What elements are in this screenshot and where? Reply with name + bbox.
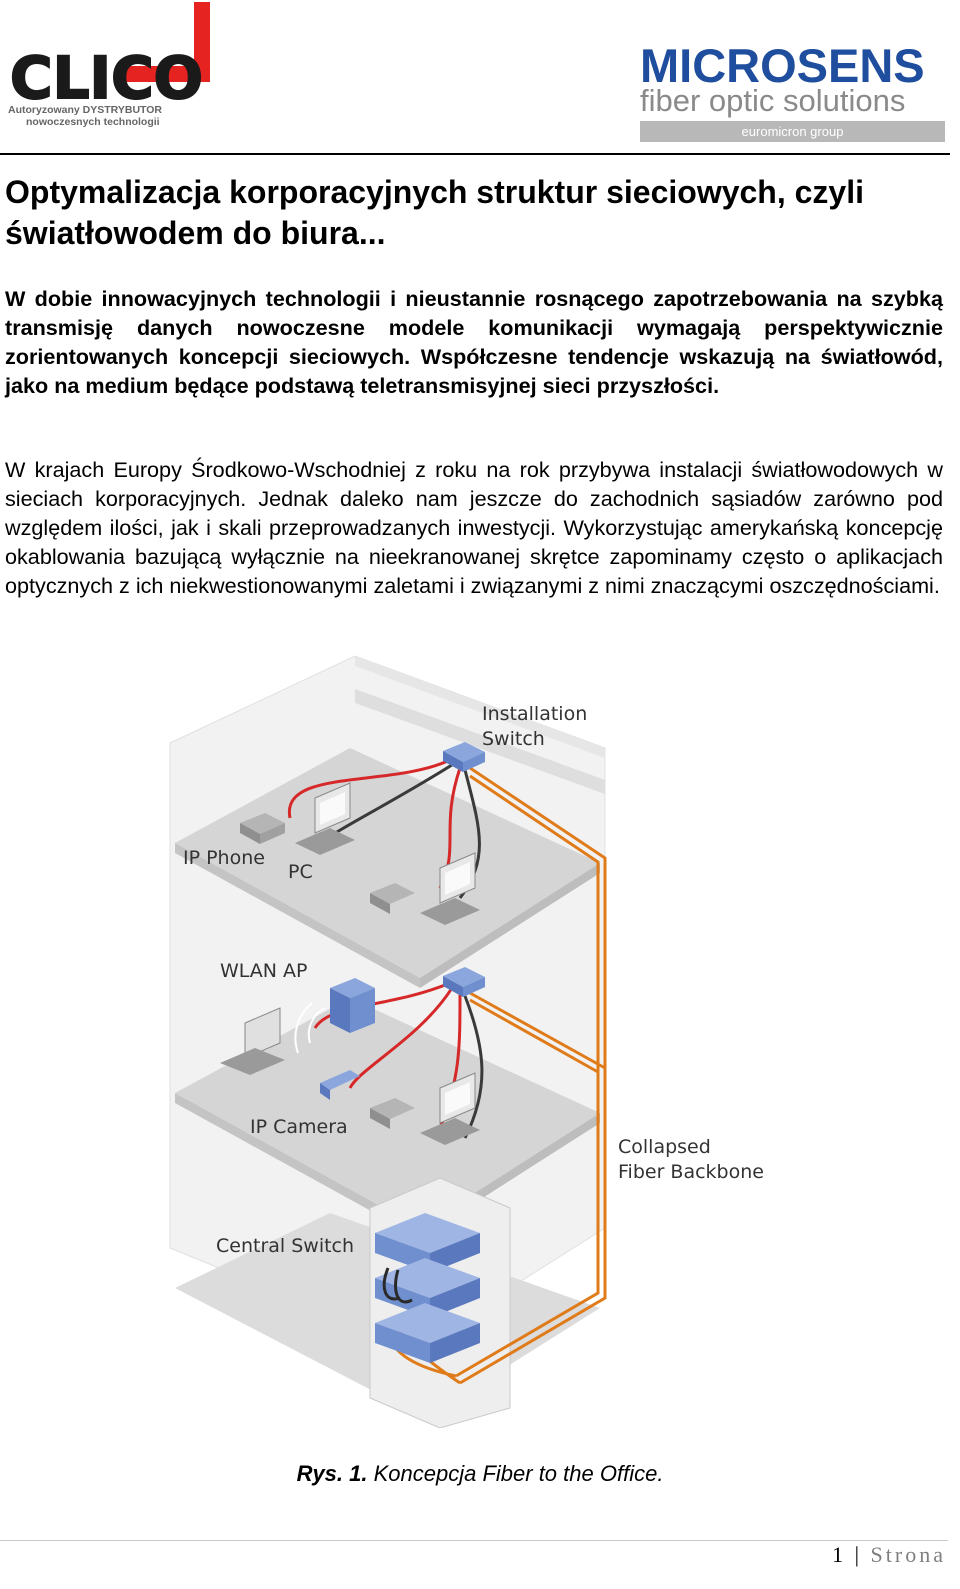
- wlan-ap-device: [294, 978, 375, 1054]
- intro-paragraph: W dobie innowacyjnych technologii i nieu…: [5, 286, 943, 398]
- label-central-switch: Central Switch: [216, 1235, 354, 1257]
- microsens-tagline: fiber optic solutions: [640, 83, 906, 118]
- label-installation-switch-line2: Switch: [482, 728, 545, 750]
- ip-camera-device: [320, 1070, 360, 1100]
- page-footer: 1 | Strona: [832, 1542, 946, 1568]
- ip-phone-upper-2: [370, 883, 415, 914]
- header-divider: [0, 153, 950, 155]
- figure-caption: Rys. 1. Koncepcja Fiber to the Office.: [0, 1461, 960, 1487]
- network-diagram-svg: Installation Switch IP Phone PC WLAN AP …: [169, 655, 764, 1429]
- microsens-group: euromicron group: [640, 121, 945, 142]
- page-title: Optymalizacja korporacyjnych struktur si…: [5, 174, 864, 251]
- label-wlan-ap: WLAN AP: [220, 960, 308, 982]
- laptop-middle: [220, 1007, 285, 1075]
- microsens-name: MICROSENS: [640, 39, 925, 92]
- clico-tagline: Autoryzowany DYSTRYBUTOR nowoczesnych te…: [8, 104, 218, 128]
- footer-divider: [0, 1540, 948, 1541]
- installation-switch-upper: [443, 742, 485, 772]
- ip-phone-upper-1: [240, 813, 285, 844]
- pc-upper-1: [295, 782, 355, 855]
- page-number: 1: [832, 1542, 847, 1567]
- footer-separator: |: [846, 1542, 871, 1567]
- body-paragraph: W krajach Europy Środkowo-Wschodniej z r…: [5, 457, 943, 598]
- clico-tagline-line1: Autoryzowany DYSTRYBUTOR: [8, 104, 163, 116]
- caption-label: Rys. 1.: [296, 1461, 368, 1486]
- pc-middle: [420, 1072, 480, 1145]
- microsens-logo: MICROSENS fiber optic solutions euromicr…: [640, 40, 952, 144]
- clico-logo-text: CLICO: [10, 44, 203, 102]
- page-header: CLICO Autoryzowany DYSTRYBUTOR nowoczesn…: [0, 0, 960, 156]
- label-pc: PC: [288, 861, 313, 883]
- label-collapsed-backbone-line1: Collapsed: [618, 1136, 711, 1158]
- clico-logo: CLICO: [6, 2, 216, 138]
- page-word: Strona: [870, 1542, 946, 1567]
- caption-text: Koncepcja Fiber to the Office.: [367, 1461, 664, 1486]
- network-diagram: Installation Switch IP Phone PC WLAN AP …: [160, 648, 800, 1429]
- central-switch-stack: [375, 1213, 480, 1363]
- label-installation-switch-line1: Installation: [482, 703, 587, 725]
- ip-phone-middle: [370, 1098, 415, 1129]
- label-ip-phone: IP Phone: [183, 847, 265, 869]
- installation-switch-middle: [443, 967, 485, 997]
- clico-tagline-line2: nowoczesnych technologii: [26, 116, 160, 128]
- label-collapsed-backbone-line2: Fiber Backbone: [618, 1161, 764, 1183]
- clico-logo-mark: CLICO: [9, 2, 210, 113]
- building-structure: [169, 655, 606, 1429]
- floor-upper: [175, 748, 600, 978]
- label-ip-camera: IP Camera: [250, 1116, 348, 1138]
- pc-upper-2: [420, 852, 480, 925]
